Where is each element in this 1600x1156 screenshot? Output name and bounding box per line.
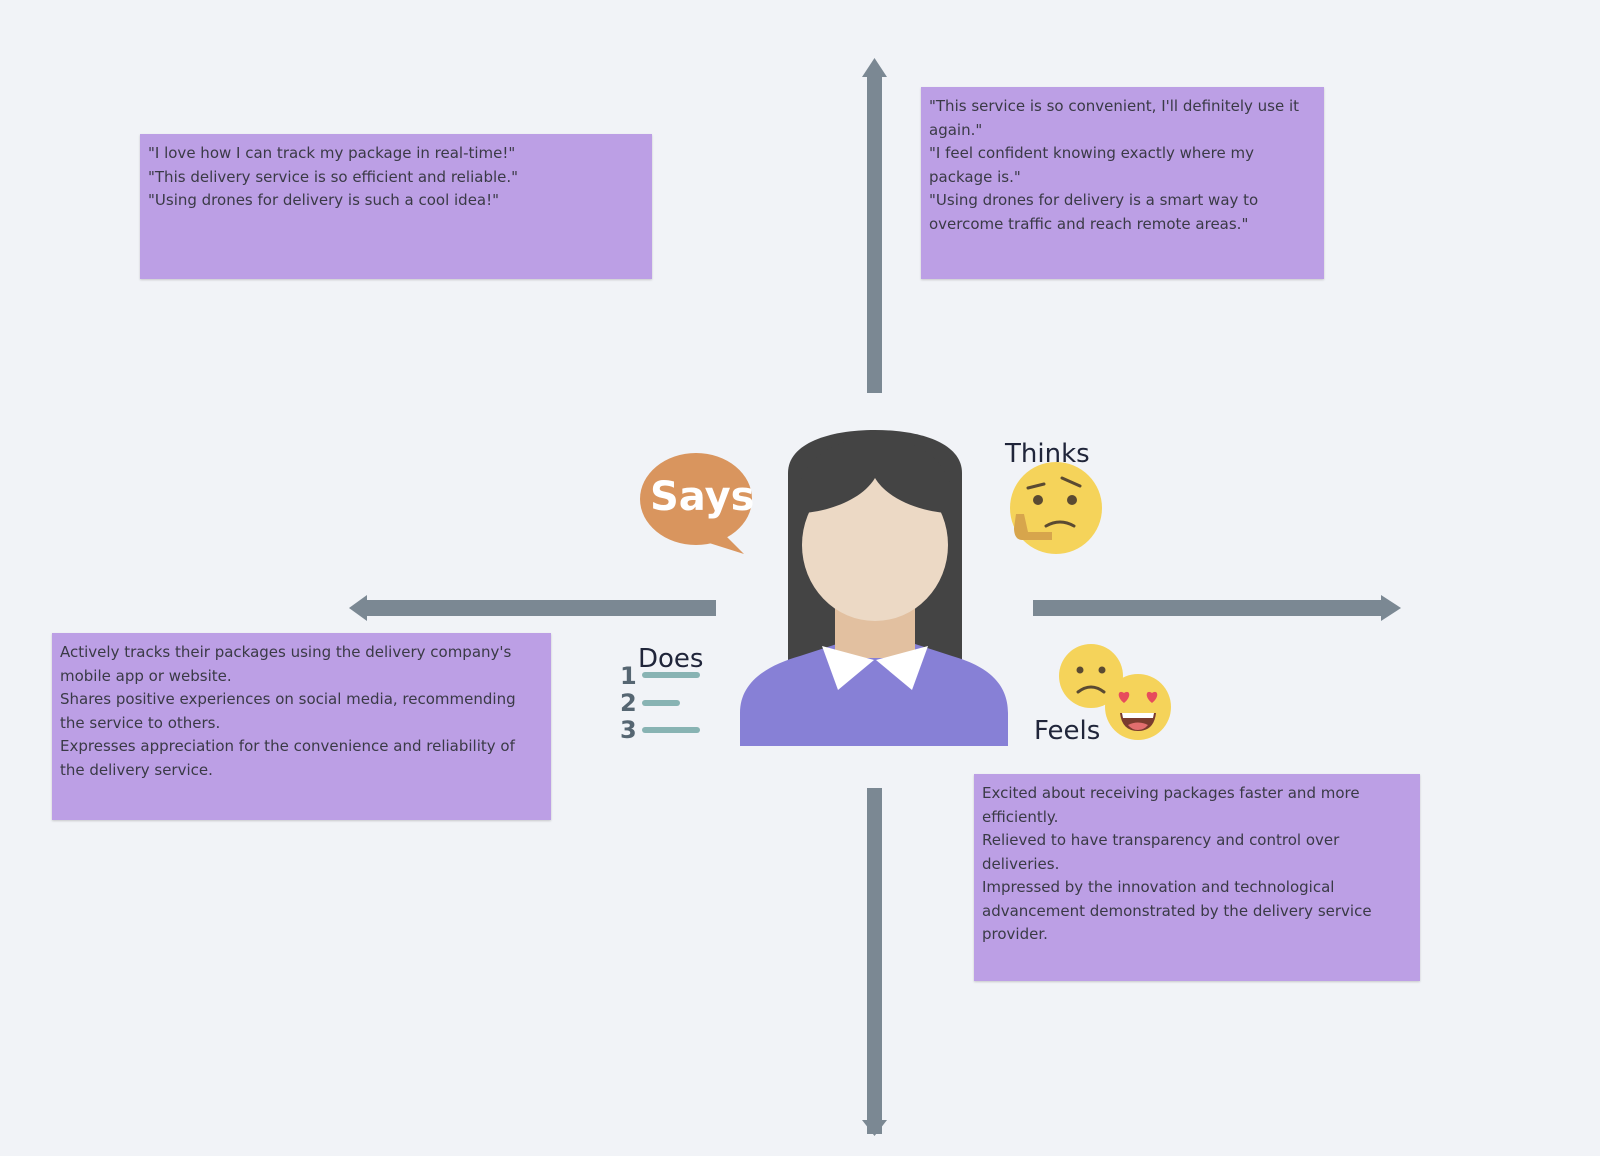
says-note[interactable]: "I love how I can track my package in re…: [140, 134, 652, 279]
list-number: 2: [620, 689, 637, 717]
thinks-note[interactable]: "This service is so convenient, I'll def…: [921, 87, 1324, 279]
thinking-face-icon: [1010, 462, 1102, 554]
frowning-face-icon: [1059, 644, 1123, 708]
feels-line: Excited about receiving packages faster …: [982, 784, 1360, 826]
feels-line: Relieved to have transparency and contro…: [982, 831, 1340, 873]
feels-note[interactable]: Excited about receiving packages faster …: [974, 774, 1420, 981]
list-bar: [642, 727, 700, 733]
says-line: "I love how I can track my package in re…: [148, 144, 516, 162]
thinks-label: Thinks: [1005, 439, 1090, 469]
does-note[interactable]: Actively tracks their packages using the…: [52, 633, 551, 820]
list-number: 3: [620, 716, 637, 744]
says-line: "Using drones for delivery is such a coo…: [148, 191, 500, 209]
woman-avatar-icon: [740, 430, 1008, 746]
does-line: Shares positive experiences on social me…: [60, 690, 516, 732]
speech-bubble-icon: [640, 453, 752, 554]
feels-label: Feels: [1034, 716, 1101, 746]
heart-eyes-face-icon: [1105, 674, 1171, 740]
says-line: "This delivery service is so efficient a…: [148, 167, 519, 186]
list-bar: [642, 672, 700, 678]
says-label: Says: [650, 474, 755, 520]
thinks-line: "I feel confident knowing exactly where …: [929, 144, 1254, 186]
list-bar: [642, 700, 680, 706]
thinks-line: "This service is so convenient, I'll def…: [929, 97, 1300, 139]
does-line: Actively tracks their packages using the…: [60, 643, 512, 685]
feels-line: Impressed by the innovation and technolo…: [982, 878, 1372, 943]
thinks-line: "Using drones for delivery is a smart wa…: [929, 191, 1259, 233]
does-label: Does: [638, 644, 704, 674]
does-line: Expresses appreciation for the convenien…: [60, 737, 515, 779]
list-number: 1: [620, 662, 637, 690]
